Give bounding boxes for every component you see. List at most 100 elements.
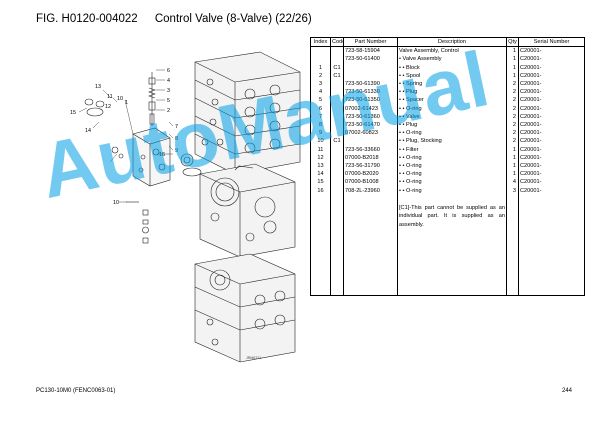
row-part-number: 723-50-61390 [343,80,398,89]
callout-5: 5 [167,98,170,104]
row-qty: 2 [506,112,519,122]
row-description: • • Plug, Stocking [397,137,507,146]
page-number: 244 [562,388,573,394]
row-index: 5 [310,96,331,105]
row-part-number: 723-50-61470 [343,121,398,130]
row-part-number: 723-50-61360 [343,112,398,122]
row-description: • • Spacer [397,96,507,105]
row-code [330,178,344,187]
o-rings [84,98,124,159]
row-description: • • Spool [397,71,507,81]
supply-note: [C1]-This part cannot be supplied as an … [399,205,505,228]
row-code [330,55,344,64]
row-qty: 2 [506,80,519,89]
row-description: • Valve Assembly [397,55,507,64]
row-description: • • Filter [397,145,507,154]
row-serial-number: C20001- [518,121,585,130]
row-index: 12 [310,153,331,163]
row-part-number: 723-50-61350 [343,96,398,105]
row-part-number: 723-58-15904 [343,46,398,56]
row-qty: 1 [506,63,519,72]
valve-block-stack-top [194,51,301,175]
column-header-code: Code [330,36,344,48]
row-index: 9 [310,129,331,138]
row-description: • • Valve [397,112,507,122]
callout-4: 4 [167,78,170,84]
row-part-number [343,63,398,72]
row-part-number: 07000-B2018 [343,153,398,163]
row-serial-number: C20001- [518,104,585,113]
row-part-number [343,71,398,81]
row-code [330,186,344,195]
row-serial-number: C20001- [518,153,585,163]
row-description: • • O-ring [397,104,507,113]
column-header-serial-number: Serial Number [518,36,585,48]
column-header-part-number: Part Number [343,36,398,48]
row-code [330,162,344,171]
callout-3: 3 [167,88,170,94]
callout-10-bottom: 10 [113,200,119,206]
row-part-number: 723-50-61330 [343,88,398,97]
table-header-row: Index Code Part Number Description Qty S… [310,36,585,48]
row-qty: 4 [506,178,519,187]
row-description: Valve Assembly, Control [397,46,507,56]
row-part-number [343,137,398,146]
row-serial-number: C20001- [518,112,585,122]
row-code [330,121,344,130]
figure-name: Control Valve (8-Valve) (22/26) [154,13,312,25]
row-description: • • Spring [397,80,507,89]
row-index [310,46,331,56]
row-index: 1 [310,63,331,72]
row-description: • • Block [397,63,507,72]
callout-11: 11 [107,94,113,100]
row-description: • • O-ring [397,170,507,179]
row-serial-number: C20001- [518,162,585,171]
row-qty: 2 [506,137,519,146]
row-description: • • O-ring [397,186,507,195]
row-code [330,153,344,163]
callout-9: 9 [175,148,178,154]
callout-13: 13 [95,84,101,90]
row-serial-number: C20001- [518,88,585,97]
row-index: 7 [310,112,331,122]
row-code [330,46,344,56]
row-code [330,145,344,154]
row-qty: 1 [506,145,519,154]
row-code: C1 [330,71,344,81]
row-description: • • Plug [397,88,507,97]
row-serial-number: C20001- [518,80,585,89]
spool-assembly [148,72,156,126]
row-code [330,170,344,179]
callout-15: 15 [70,110,76,116]
callout-8: 8 [175,136,178,142]
row-part-number: 07002-61423 [343,104,398,113]
row-index: 2 [310,71,331,81]
row-serial-number: C20001- [518,129,585,138]
footer-model: PC130-10M0 (FENC0063-01) [36,388,116,394]
plug-column [126,201,149,244]
row-part-number: 07000-B2020 [343,170,398,179]
row-qty: 1 [506,71,519,81]
row-qty: 3 [506,186,519,195]
callout-6: 6 [167,68,170,74]
row-part-number: 723-56-31790 [343,162,398,171]
row-part-number: 07002-60823 [343,129,398,138]
row-serial-number: C20001- [518,63,585,72]
callout-10-top: 10 [117,96,123,102]
row-code: C1 [330,137,344,146]
row-serial-number: C20001- [518,71,585,81]
row-index: 11 [310,145,331,154]
row-part-number: 723-50-61400 [343,55,398,64]
cover-block [132,127,202,187]
parts-table: Index Code Part Number Description Qty S… [310,36,585,296]
